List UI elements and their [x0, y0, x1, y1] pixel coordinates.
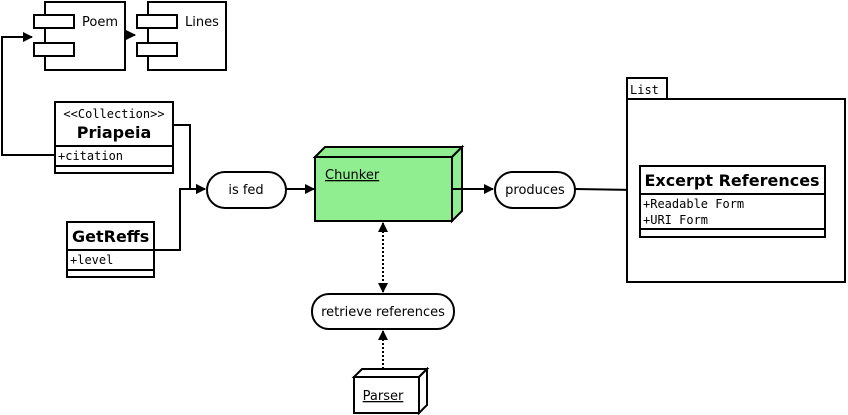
produces-label: produces: [505, 183, 565, 198]
collection-attribute: +citation: [58, 149, 123, 163]
produces-action[interactable]: produces: [494, 171, 576, 209]
collection-to-isfed-arrow: [173, 124, 206, 194]
chunker-node[interactable]: Chunker: [312, 144, 465, 224]
getreffs-attribute: +level: [70, 253, 113, 267]
getreffs-class[interactable]: GetReffs +level: [66, 221, 155, 278]
poem-component[interactable]: Poem: [33, 1, 126, 71]
getreffs-name: GetReffs: [72, 227, 149, 246]
component-port: [136, 42, 178, 57]
priapeia-class[interactable]: <<Collection>> Priapeia +citation: [54, 101, 174, 174]
parser-label: Parser: [363, 389, 404, 404]
excerpt-attribute: +URI Form: [643, 213, 708, 227]
collection-to-poem-arrow: [1, 32, 55, 156]
getreffs-to-isfed-arrow: [154, 184, 206, 251]
is-fed-label: is fed: [228, 183, 263, 198]
collection-name: Priapeia: [77, 123, 151, 142]
retrieve-references-action[interactable]: retrieve references: [311, 293, 455, 330]
chunker-label: Chunker: [325, 168, 380, 183]
excerpt-attribute: +Readable Form: [643, 197, 744, 211]
package-tab-label: List: [630, 83, 659, 97]
parser-node[interactable]: Parser: [351, 366, 430, 415]
excerpt-references-class[interactable]: Excerpt References +Readable Form +URI F…: [639, 165, 826, 238]
is-fed-action[interactable]: is fed: [206, 171, 287, 209]
component-port: [33, 14, 75, 29]
poem-label: Poem: [82, 15, 118, 30]
component-port: [33, 42, 75, 57]
collection-stereotype: <<Collection>>: [63, 107, 164, 121]
lines-label: Lines: [185, 15, 219, 30]
component-port: [136, 14, 178, 29]
lines-component[interactable]: Lines: [136, 1, 227, 71]
retrieve-references-label: retrieve references: [321, 305, 445, 320]
excerpt-class-name: Excerpt References: [644, 171, 819, 190]
